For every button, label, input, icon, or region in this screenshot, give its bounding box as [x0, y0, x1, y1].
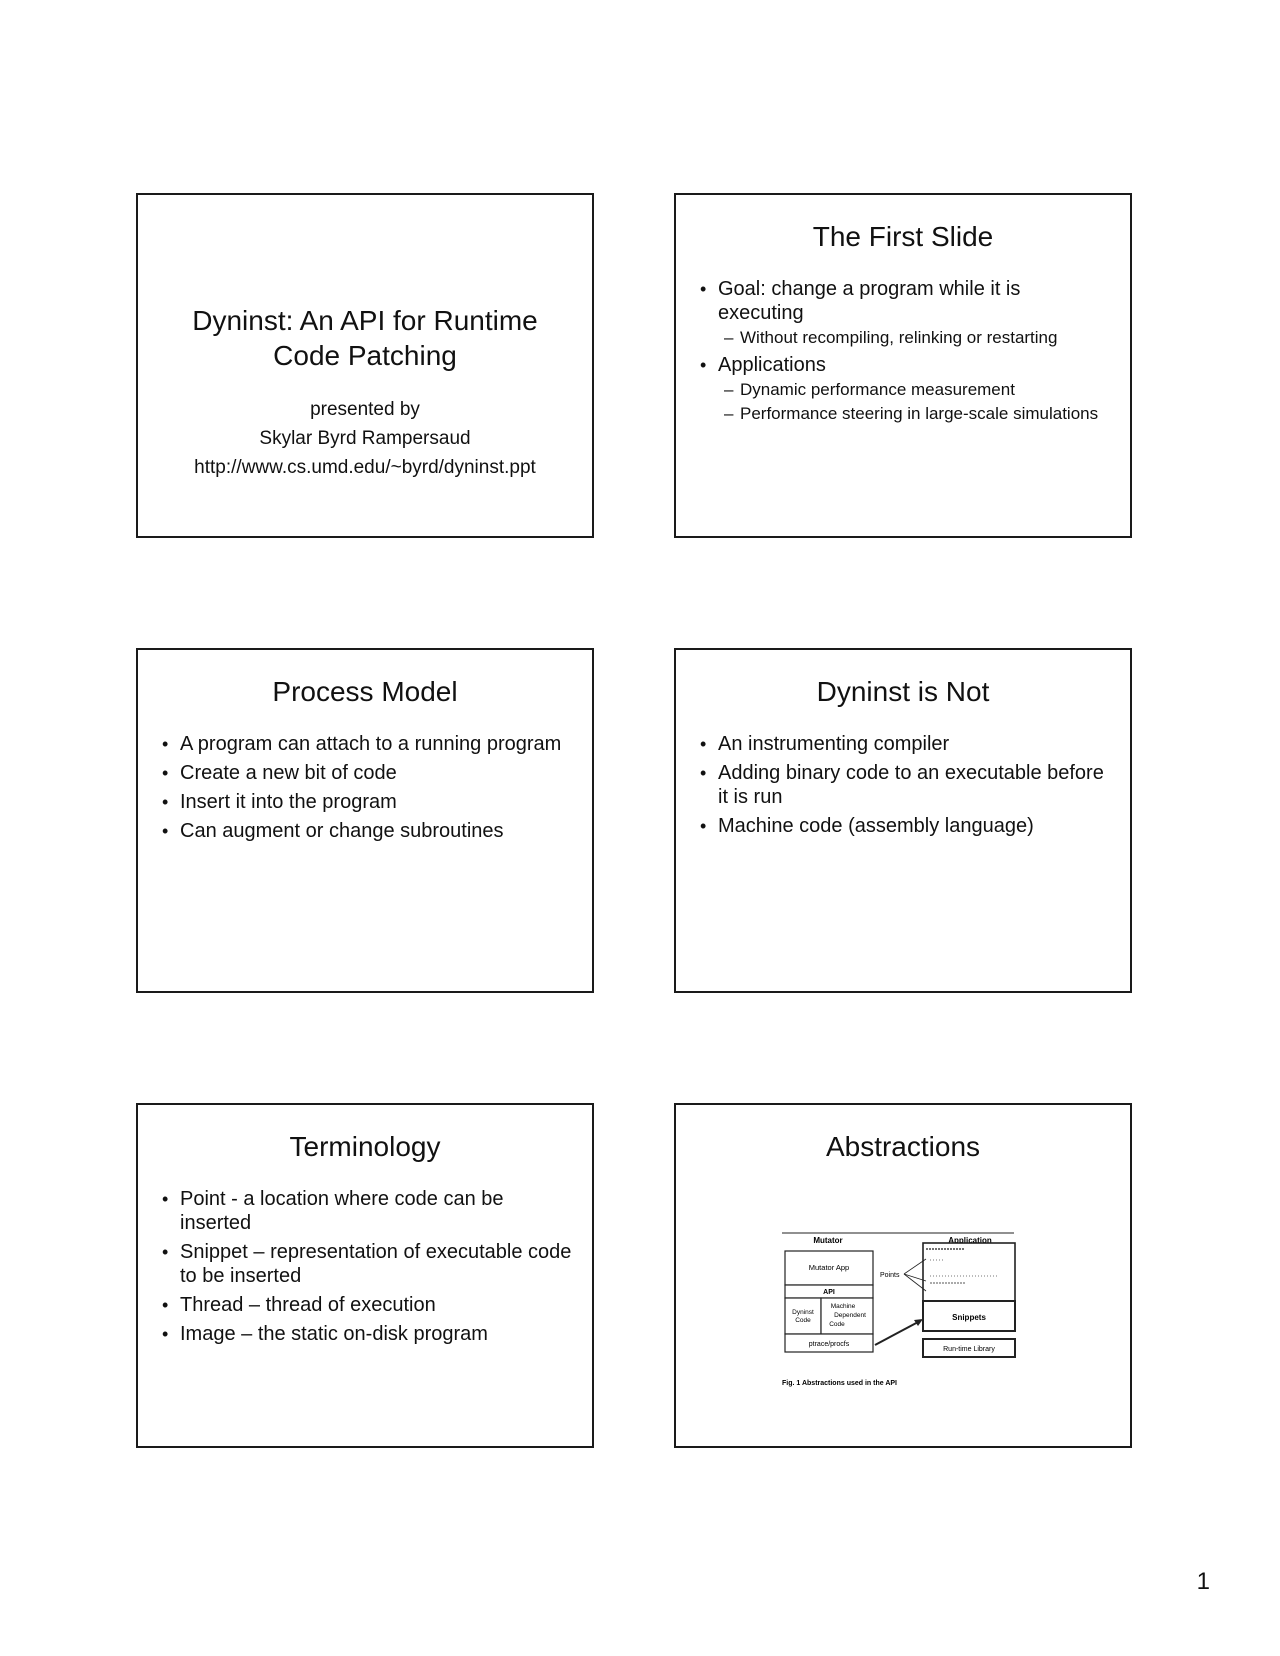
snippets-box: [922, 1300, 1016, 1332]
dyninst-code-box: [784, 1297, 822, 1335]
ptrace-label: ptrace/procfs: [809, 1341, 850, 1348]
slide-title: Abstractions: [825, 1131, 981, 1162]
bullet-item: Machine code (assembly language): [700, 814, 1110, 838]
byline: presented by Skylar Byrd Rampersaud http…: [138, 395, 592, 482]
dyninst-code-label-1: Dyninst: [792, 1309, 814, 1316]
points-label: Points: [880, 1272, 900, 1279]
bullet-item: Create a new bit of code: [162, 761, 572, 785]
bullet-item: An instrumenting compiler: [700, 732, 1110, 756]
slide-title: Dyninst is Not: [816, 676, 990, 707]
bullet-item: A program can attach to a running progra…: [162, 732, 572, 756]
slide-title: The First Slide: [812, 221, 994, 252]
mutator-header: Mutator: [813, 1236, 842, 1245]
page-number: 1: [1196, 1568, 1210, 1595]
abstractions-diagram: Mutator Application Mutator App API Dyni…: [780, 1223, 1020, 1403]
sub-bullet-item: Performance steering in large-scale simu…: [724, 403, 1110, 424]
bullet-item: Point - a location where code can be ins…: [162, 1187, 572, 1235]
point-arrow: [903, 1273, 927, 1282]
ptrace-box: [784, 1333, 874, 1353]
bullet-item: Adding binary code to an executable befo…: [700, 761, 1110, 809]
bullet-item: Insert it into the program: [162, 790, 572, 814]
point-arrow: [903, 1258, 927, 1275]
bullet-item: Image – the static on-disk program: [162, 1322, 572, 1346]
slide-the-first-slide: The First Slide Goal: change a program w…: [674, 193, 1132, 538]
bullet-list: Point - a location where code can be ins…: [138, 1187, 592, 1346]
figure-caption: Fig. 1 Abstractions used in the API: [782, 1380, 897, 1387]
title-block: Dyninst: An API for Runtime Code Patchin…: [138, 303, 592, 482]
runtime-library-box: [922, 1338, 1016, 1358]
presentation-url: http://www.cs.umd.edu/~byrd/dyninst.ppt: [194, 457, 536, 478]
bullet-list: An instrumenting compiler Adding binary …: [676, 732, 1130, 838]
snippets-label: Snippets: [952, 1313, 986, 1322]
bullet-text: Goal: change a program while it is execu…: [718, 278, 1021, 325]
sub-bullet-list: Dynamic performance measurement Performa…: [718, 379, 1110, 424]
slide-abstractions: Abstractions Mutator Application Mutator…: [674, 1103, 1132, 1448]
slide-terminology: Terminology Point - a location where cod…: [136, 1103, 594, 1448]
machine-dep-label-2: Dependent: [834, 1312, 866, 1319]
author-name: Skylar Byrd Rampersaud: [259, 428, 471, 449]
bullet-item: Snippet – representation of executable c…: [162, 1240, 572, 1288]
bullet-list: A program can attach to a running progra…: [138, 732, 592, 843]
point-arrow: [903, 1273, 927, 1292]
api-label: API: [823, 1289, 835, 1296]
abstractions-figure: Mutator Application Mutator App API Dyni…: [782, 1232, 1016, 1387]
machine-dep-label-3: Code: [829, 1321, 845, 1328]
presentation-title: Dyninst: An API for Runtime Code Patchin…: [192, 305, 538, 371]
runtime-library-label: Run-time Library: [943, 1346, 995, 1353]
sub-bullet-list: Without recompiling, relinking or restar…: [718, 327, 1110, 348]
application-header: Application: [948, 1236, 992, 1245]
bullet-item: Thread – thread of execution: [162, 1293, 572, 1317]
bullet-list: Goal: change a program while it is execu…: [676, 277, 1130, 424]
slide-title-card: Dyninst: An API for Runtime Code Patchin…: [136, 193, 594, 538]
insertion-arrow: [874, 1320, 921, 1346]
bullet-item: Can augment or change subroutines: [162, 819, 572, 843]
bullet-item: Goal: change a program while it is execu…: [700, 277, 1110, 348]
mutator-app-label: Mutator App: [809, 1263, 849, 1272]
bullet-text: Applications: [718, 354, 826, 377]
machine-dep-label-1: Machine: [831, 1303, 856, 1310]
sub-bullet-item: Dynamic performance measurement: [724, 379, 1110, 400]
arrow-head-icon: [914, 1319, 923, 1326]
bullet-item: Applications Dynamic performance measure…: [700, 353, 1110, 424]
application-code-box: [922, 1242, 1016, 1302]
slide-process-model: Process Model A program can attach to a …: [136, 648, 594, 993]
slide-dyninst-is-not: Dyninst is Not An instrumenting compiler…: [674, 648, 1132, 993]
dyninst-code-label-2: Code: [795, 1317, 811, 1324]
sub-bullet-item: Without recompiling, relinking or restar…: [724, 327, 1110, 348]
presented-by-label: presented by: [310, 399, 420, 420]
slide-title: Terminology: [289, 1131, 441, 1162]
slide-title: Process Model: [272, 676, 458, 707]
